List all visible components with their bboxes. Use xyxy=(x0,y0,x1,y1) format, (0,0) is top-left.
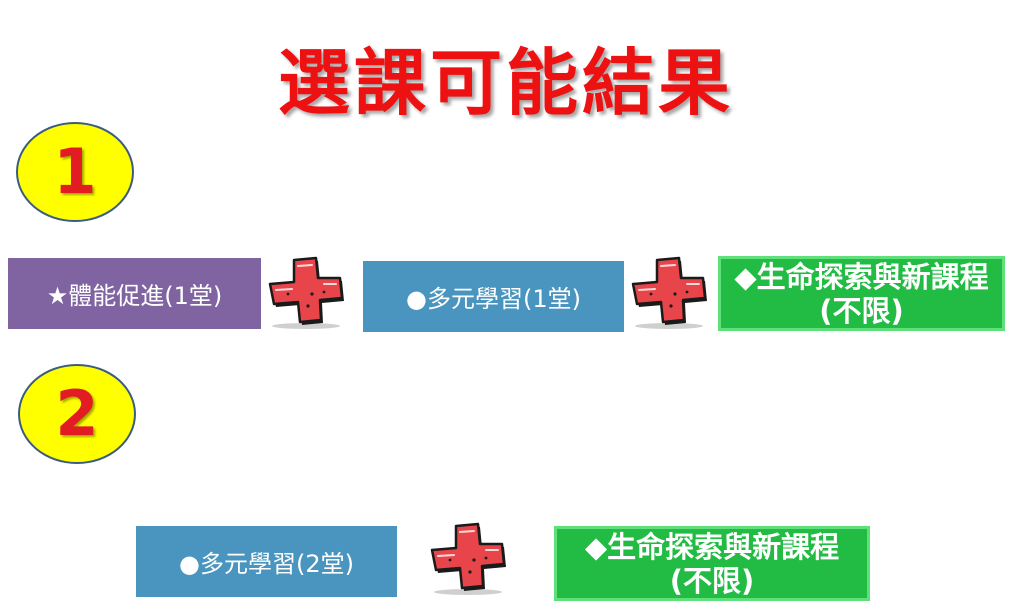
option-1-item-3-label: ◆生命探索與新課程(不限) xyxy=(734,259,989,328)
page-title: 選課可能結果 xyxy=(277,41,734,125)
option-2-diverse-learning-box: ●多元學習(2堂) xyxy=(136,526,397,597)
option-1-item-1-label: ★體能促進(1堂) xyxy=(46,282,223,310)
option-1-number: 1 xyxy=(53,135,97,208)
plus-icon xyxy=(627,254,709,332)
option-1-life-exploration-box: ◆生命探索與新課程(不限) xyxy=(718,256,1005,331)
option-1-diverse-learning-box: ●多元學習(1堂) xyxy=(363,261,624,332)
option-2-life-exploration-box: ◆生命探索與新課程(不限) xyxy=(554,526,870,601)
plus-icon xyxy=(426,520,508,598)
option-2-item-2-label: ◆生命探索與新課程(不限) xyxy=(584,529,840,598)
option-1-physical-fitness-box: ★體能促進(1堂) xyxy=(8,258,261,329)
option-1-number-badge: 1 xyxy=(16,122,134,222)
option-1-item-2-label: ●多元學習(1堂) xyxy=(406,285,581,313)
option-2-item-1-label: ●多元學習(2堂) xyxy=(179,550,354,578)
option-2-number: 2 xyxy=(55,377,99,450)
plus-icon xyxy=(264,254,346,332)
option-2-number-badge: 2 xyxy=(18,364,136,464)
